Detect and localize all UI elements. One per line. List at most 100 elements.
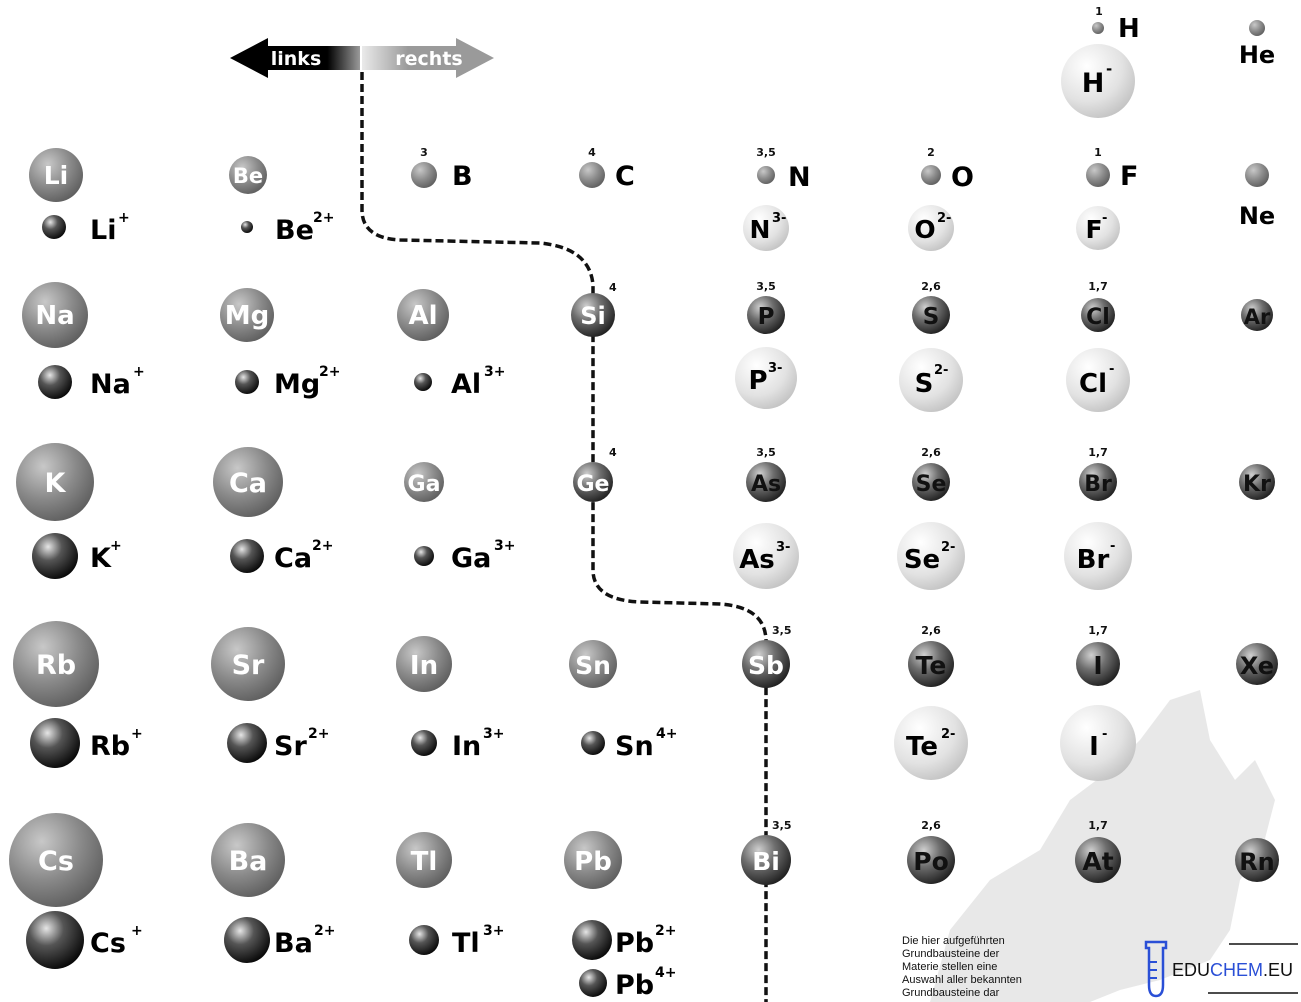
ion-Ga-3plus [414,546,434,566]
atom-Be [229,156,267,194]
atom-Ge-label: Ge [577,472,610,497]
ion-I-minus-charge: - [1102,727,1107,742]
atom-Sn [569,640,617,688]
atom-Br-number: 1,7 [1088,446,1108,459]
atom-I-number: 1,7 [1088,624,1108,637]
ion-Sr-2plus [227,723,267,763]
ion-Al-3plus-label: Al [451,369,481,400]
ion-As-3minus-label: As [739,545,775,575]
atom-N-number: 3,5 [756,146,776,159]
ion-H-minus-label: H [1082,68,1105,99]
ion-Ba-2plus-label: Ba [274,928,313,959]
ion-Cl-minus-label: Cl [1079,369,1107,399]
atom-Ar [1241,299,1273,331]
ion-Na-plus-label: Na [90,369,131,400]
atom-He-label: He [1239,41,1275,69]
ion-Pb-4plus-charge: 4+ [655,965,676,981]
atom-N-label: N [788,162,811,193]
ion-In-3plus-label: In [452,731,481,762]
atom-Si-number: 4 [609,281,617,294]
atom-Ga-label: Ga [408,472,441,497]
ion-P-3minus [735,347,797,409]
ion-Cl-minus-charge: - [1109,362,1114,377]
atom-Sr-label: Sr [232,650,265,681]
ion-Ga-3plus-charge: 3+ [494,538,515,554]
atom-In [396,636,452,692]
atom-C-number: 4 [588,146,596,159]
ion-F-minus-label: F [1085,215,1102,244]
ion-Be-2plus-label: Be [275,215,314,246]
metal-nonmetal-divider [360,72,768,1002]
atom-Po [907,836,955,884]
atom-Po-label: Po [913,847,949,876]
atom-O-number: 2 [927,146,935,159]
ion-Al-3plus-charge: 3+ [484,364,505,380]
atom-Li-label: Li [44,161,69,190]
ion-F-minus [1076,206,1120,250]
atom-Te-label: Te [916,651,947,680]
ion-Li-plus-label: Li [90,215,116,246]
ion-Se-2minus [897,522,965,590]
atom-At [1075,837,1121,883]
atom-Li [29,148,83,202]
arrow-right [362,38,494,78]
atom-Kr-label: Kr [1243,472,1271,497]
atom-Se [912,463,950,501]
atom-As [746,462,786,502]
atom-At-label: At [1082,847,1113,876]
atom-Bi-label: Bi [752,847,780,876]
atom-Rn [1235,838,1279,882]
ion-Pb-4plus-label: Pb [615,970,654,1001]
atom-Sn-label: Sn [575,651,611,680]
ion-As-3minus [733,523,799,589]
ion-F-minus-charge: - [1102,211,1107,226]
atom-As-number: 3,5 [756,446,776,459]
ion-Cs-plus-label: Cs [90,928,126,959]
ion-S-2minus [899,348,963,412]
atom-At-number: 1,7 [1088,819,1108,832]
atom-Rb-label: Rb [36,650,76,681]
atom-Tl [396,832,452,888]
ion-Te-2minus [894,706,968,780]
ion-Br-minus-charge: - [1110,539,1115,554]
ion-Ca-2plus [230,539,264,573]
atom-Na-label: Na [35,301,74,331]
atom-Cl-label: Cl [1086,305,1110,330]
ion-K-plus-charge: + [110,538,122,554]
atom-Br [1079,463,1117,501]
atom-K [16,443,94,521]
atom-Na [22,282,88,348]
atom-Ba [211,823,285,897]
ion-Sn-4plus-label: Sn [615,731,654,762]
ion-In-3plus-charge: 3+ [483,726,504,742]
atom-Al [397,289,449,341]
ion-Br-minus [1064,522,1132,590]
atom-P-label: P [758,304,775,330]
ion-Ba-2plus-charge: 2+ [314,923,335,939]
atom-I-label: I [1093,651,1102,680]
test-tube-icon [1144,940,1168,998]
atom-Pb [564,831,622,889]
atom-Rb [13,621,99,707]
atom-S [912,296,950,334]
atom-F [1086,163,1110,187]
atom-Ge [573,462,613,502]
ion-Rb-plus-label: Rb [90,731,130,762]
ion-I-minus-label: I [1089,732,1099,762]
atom-Al-label: Al [408,301,437,331]
ion-S-2minus-label: S [915,369,934,399]
ion-Mg-2plus [235,370,259,394]
ion-Mg-2plus-label: Mg [274,369,320,400]
atom-Ne-label: Ne [1239,202,1275,230]
ion-Br-minus-label: Br [1077,545,1110,575]
atom-Te-number: 2,6 [921,624,941,637]
atom-Bi [741,835,791,885]
ion-Rb-plus-charge: + [131,726,143,742]
ion-P-3minus-label: P [748,366,767,396]
atom-O [921,165,941,185]
atom-B [411,162,437,188]
ion-N-3minus-charge: 3- [772,211,786,226]
atom-Te [908,641,954,687]
ion-Se-2minus-label: Se [904,545,940,575]
ion-Pb-2plus-charge: 2+ [655,923,676,939]
